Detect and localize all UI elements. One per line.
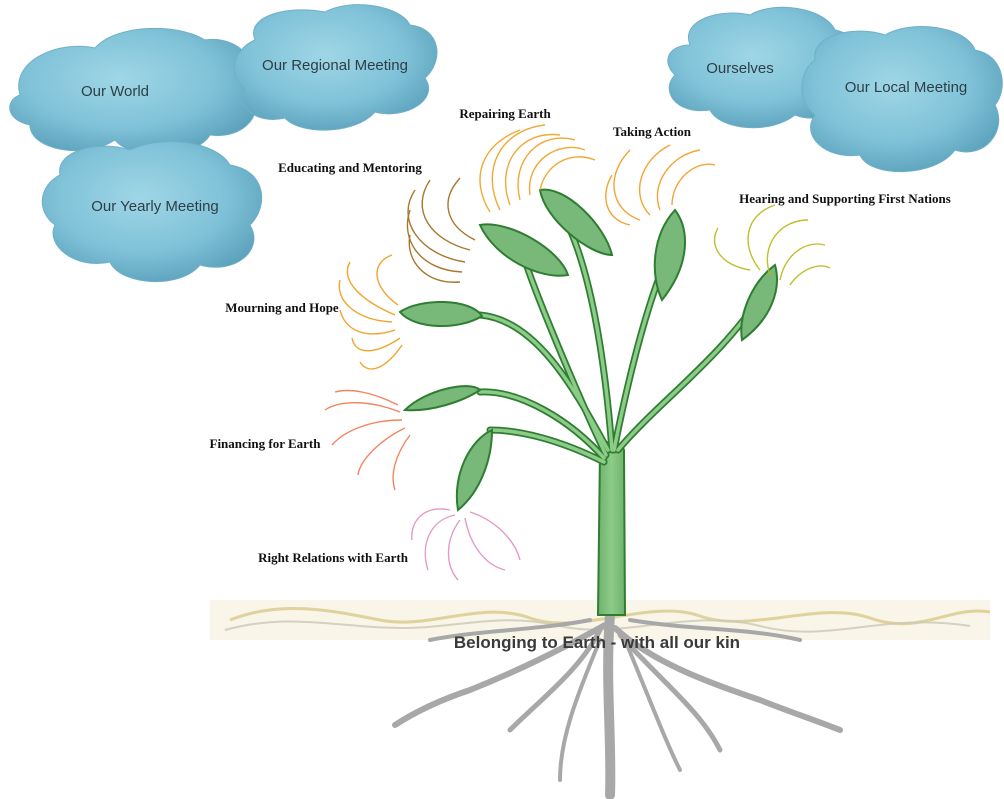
label-right-relations-with-earth: Right Relations with Earth bbox=[258, 550, 409, 565]
label-financing-for-earth: Financing for Earth bbox=[210, 436, 322, 451]
root-title: Belonging to Earth - with all our kin bbox=[454, 633, 740, 652]
leaf-mourning bbox=[398, 301, 484, 327]
label-repairing-earth: Repairing Earth bbox=[459, 106, 551, 121]
cloud-label: Our Regional Meeting bbox=[262, 57, 408, 74]
bloom-educating bbox=[406, 177, 476, 283]
leaf-hearing bbox=[740, 263, 778, 342]
label-educating-and-mentoring: Educating and Mentoring bbox=[278, 160, 422, 175]
cloud-our-yearly-meeting: Our Yearly Meeting bbox=[41, 141, 263, 283]
bloom-relations bbox=[411, 508, 521, 581]
cloud-our-local-meeting: Our Local Meeting bbox=[801, 26, 1003, 173]
cloud-label: Our World bbox=[81, 83, 149, 100]
roots bbox=[392, 610, 843, 799]
leaf-financing bbox=[402, 385, 482, 412]
leaf-repairing bbox=[538, 188, 614, 257]
cloud-label: Our Local Meeting bbox=[845, 79, 968, 96]
label-taking-action: Taking Action bbox=[613, 124, 692, 139]
trunk bbox=[596, 440, 627, 616]
label-mourning-and-hope: Mourning and Hope bbox=[225, 300, 339, 315]
leaf-educating bbox=[478, 223, 570, 277]
cloud-label: Ourselves bbox=[706, 60, 774, 77]
bloom-hearing bbox=[713, 204, 831, 286]
bloom-financing bbox=[324, 389, 411, 491]
label-hearing-and-supporting-first-nations: Hearing and Supporting First Nations bbox=[739, 191, 951, 206]
leaf-taking bbox=[653, 208, 686, 302]
cloud-label: Our Yearly Meeting bbox=[91, 198, 219, 215]
leaf-relations bbox=[455, 428, 494, 512]
bloom-taking bbox=[605, 144, 716, 226]
cloud-our-regional-meeting: Our Regional Meeting bbox=[233, 4, 438, 131]
leaves bbox=[398, 188, 778, 512]
cloud-our-world: Our World bbox=[9, 27, 256, 155]
bloom-mourning bbox=[338, 254, 403, 370]
bloom-repairing bbox=[479, 124, 596, 213]
